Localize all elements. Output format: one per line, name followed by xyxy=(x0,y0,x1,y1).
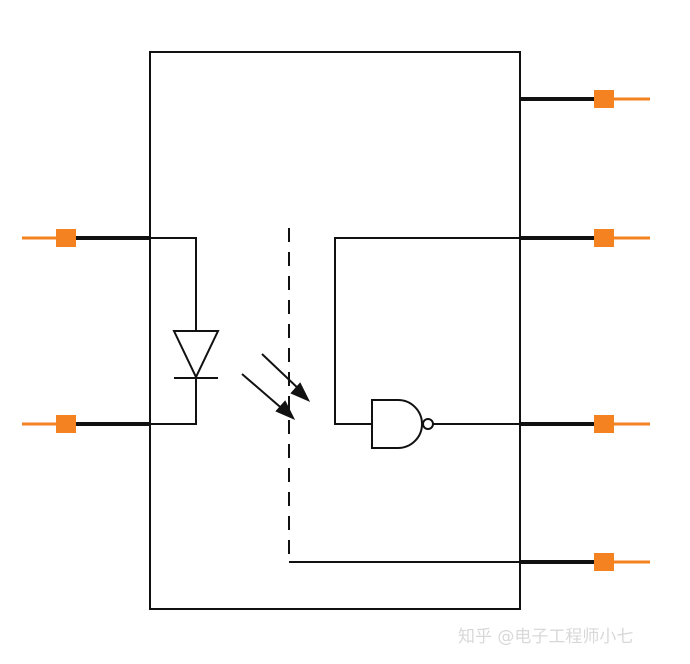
gate-wiring xyxy=(334,237,520,425)
pin-right-3 xyxy=(520,415,650,433)
nand-gate-icon xyxy=(371,399,434,449)
pin-right-2 xyxy=(520,229,650,247)
photodiode-icon xyxy=(150,237,220,425)
pin-left-top xyxy=(22,229,150,247)
package-body xyxy=(149,51,521,610)
pin-right-1 xyxy=(520,90,650,108)
light-arrows-icon xyxy=(241,353,311,421)
pin-right-4 xyxy=(520,553,650,571)
pin-left-bottom xyxy=(22,415,150,433)
watermark: 知乎 @电子工程师小七 xyxy=(458,627,634,647)
